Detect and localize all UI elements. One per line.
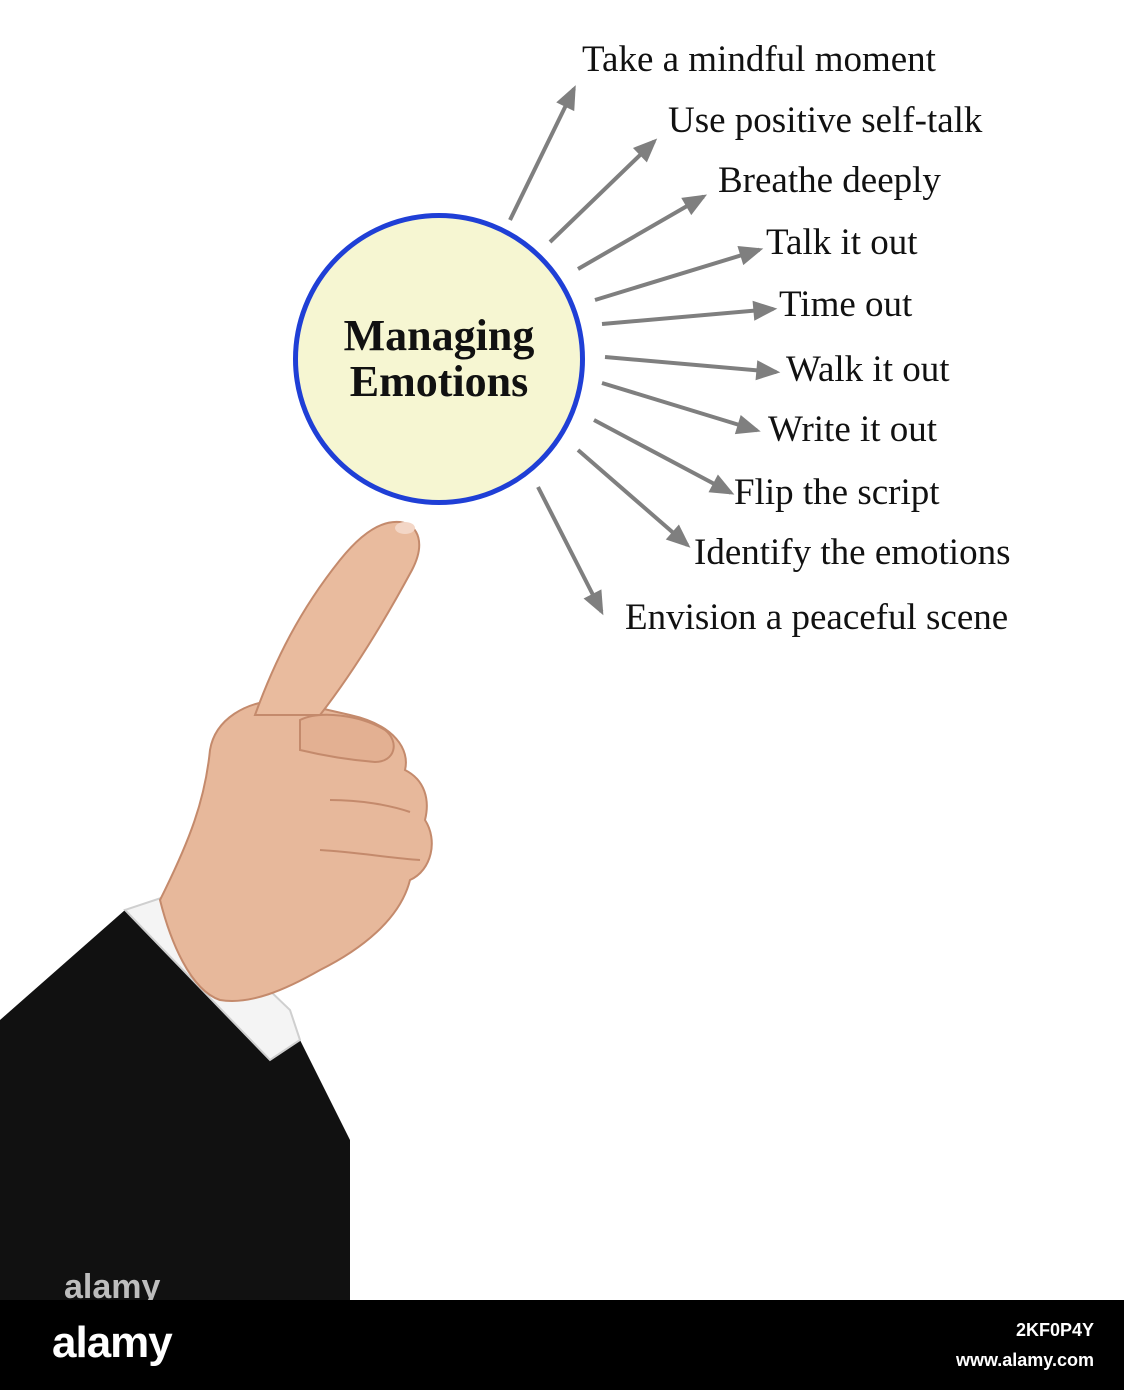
- item-talk-it-out: Talk it out: [766, 222, 918, 263]
- hub-title: Managing Emotions: [343, 311, 535, 406]
- item-take-a-mindful-moment: Take a mindful moment: [582, 39, 936, 80]
- item-envision-a-peaceful-scene: Envision a peaceful scene: [625, 597, 1009, 638]
- watermark-text: alamy: [64, 1268, 161, 1306]
- item-write-it-out: Write it out: [768, 409, 938, 450]
- arrow-7: [601, 381, 758, 433]
- item-identify-the-emotions: Identify the emotions: [694, 532, 1011, 573]
- stock-photo-footer: alamy 2KF0P4Y www.alamy.com: [0, 1300, 1124, 1390]
- arrow-3: [577, 194, 705, 271]
- arrow-5: [601, 307, 774, 326]
- arrow-2: [548, 139, 656, 244]
- item-walk-it-out: Walk it out: [786, 349, 950, 390]
- center-circle: Managing Emotions: [293, 213, 585, 505]
- image-id: 2KF0P4Y: [1015, 1320, 1094, 1340]
- item-time-out: Time out: [779, 284, 913, 325]
- item-flip-the-script: Flip the script: [734, 472, 940, 513]
- site-url: www.alamy.com: [955, 1350, 1094, 1370]
- arrow-10: [536, 486, 604, 613]
- pointing-hand-image: [0, 520, 433, 1300]
- alamy-logo: alamy: [52, 1318, 173, 1367]
- managing-emotions-diagram: Managing Emotions Take a mindful moment …: [0, 0, 1124, 1300]
- arrow-4: [594, 247, 761, 302]
- item-breathe-deeply: Breathe deeply: [718, 160, 941, 201]
- arrow-1: [508, 87, 576, 221]
- item-use-positive-self-talk: Use positive self-talk: [668, 100, 983, 141]
- arrow-6: [604, 355, 777, 374]
